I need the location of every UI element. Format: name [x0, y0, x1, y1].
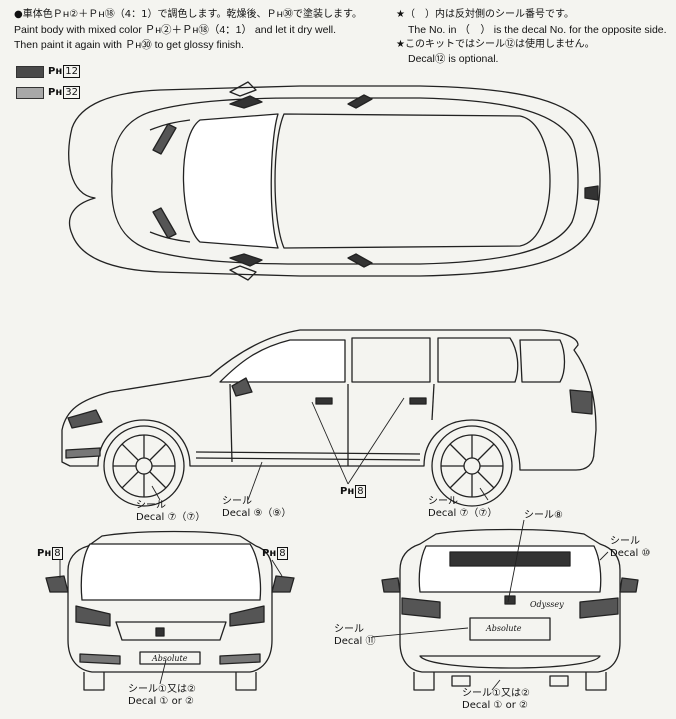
paint-instruction-jp: ●車体色Ｐʜ②＋Ｐʜ⑱（4：1）で調色します。乾燥後、Ｐʜ㉚で塗装します。	[14, 9, 363, 20]
rear-view	[381, 528, 639, 691]
note-optional-decal-jp: ★このキットではシール⑫は使用しません。	[396, 39, 595, 50]
decal-8-callout: シール⑧	[524, 510, 563, 521]
side-view	[61, 329, 597, 507]
rear-plate-badge: Absolute	[486, 624, 522, 633]
leader-lines	[59, 397, 609, 691]
swatch-ph12	[16, 66, 44, 78]
front-plate-badge: Absolute	[152, 654, 188, 663]
front-plate-decal-callout: シール①又は② Decal ① or ②	[128, 684, 196, 707]
decal-10-callout: シール Decal ⑩	[610, 536, 651, 559]
decal-11-callout: シール Decal ⑪	[334, 624, 376, 647]
decal-7-rear-callout: シール Decal ⑦（⑦）	[428, 496, 498, 519]
note-opposite-side-en: The No. in （ ） is the decal No. for the …	[408, 24, 667, 36]
swatch-ph32	[16, 87, 44, 99]
note-opposite-side-jp: ★（ ）内は反対側のシール番号です。	[396, 9, 574, 20]
front-view	[45, 530, 295, 691]
rear-model-badge: Odyssey	[530, 600, 564, 609]
decal-9-callout: シール Decal ⑨（⑨）	[222, 496, 292, 519]
paint-instruction-en-1: Paint body with mixed color Ｐʜ②＋Ｐʜ⑱（4：1）…	[14, 24, 337, 36]
paint-instruction-en-2: Then paint it again with Ｐʜ㉚ to get glos…	[14, 39, 244, 51]
rear-plate-decal-callout: シール①又は② Decal ① or ②	[462, 688, 530, 711]
note-optional-decal-en: Decal⑫ is optional.	[408, 53, 499, 65]
top-view	[68, 81, 601, 281]
decal-7-front-callout: シール Decal ⑦（⑦）	[136, 500, 206, 523]
